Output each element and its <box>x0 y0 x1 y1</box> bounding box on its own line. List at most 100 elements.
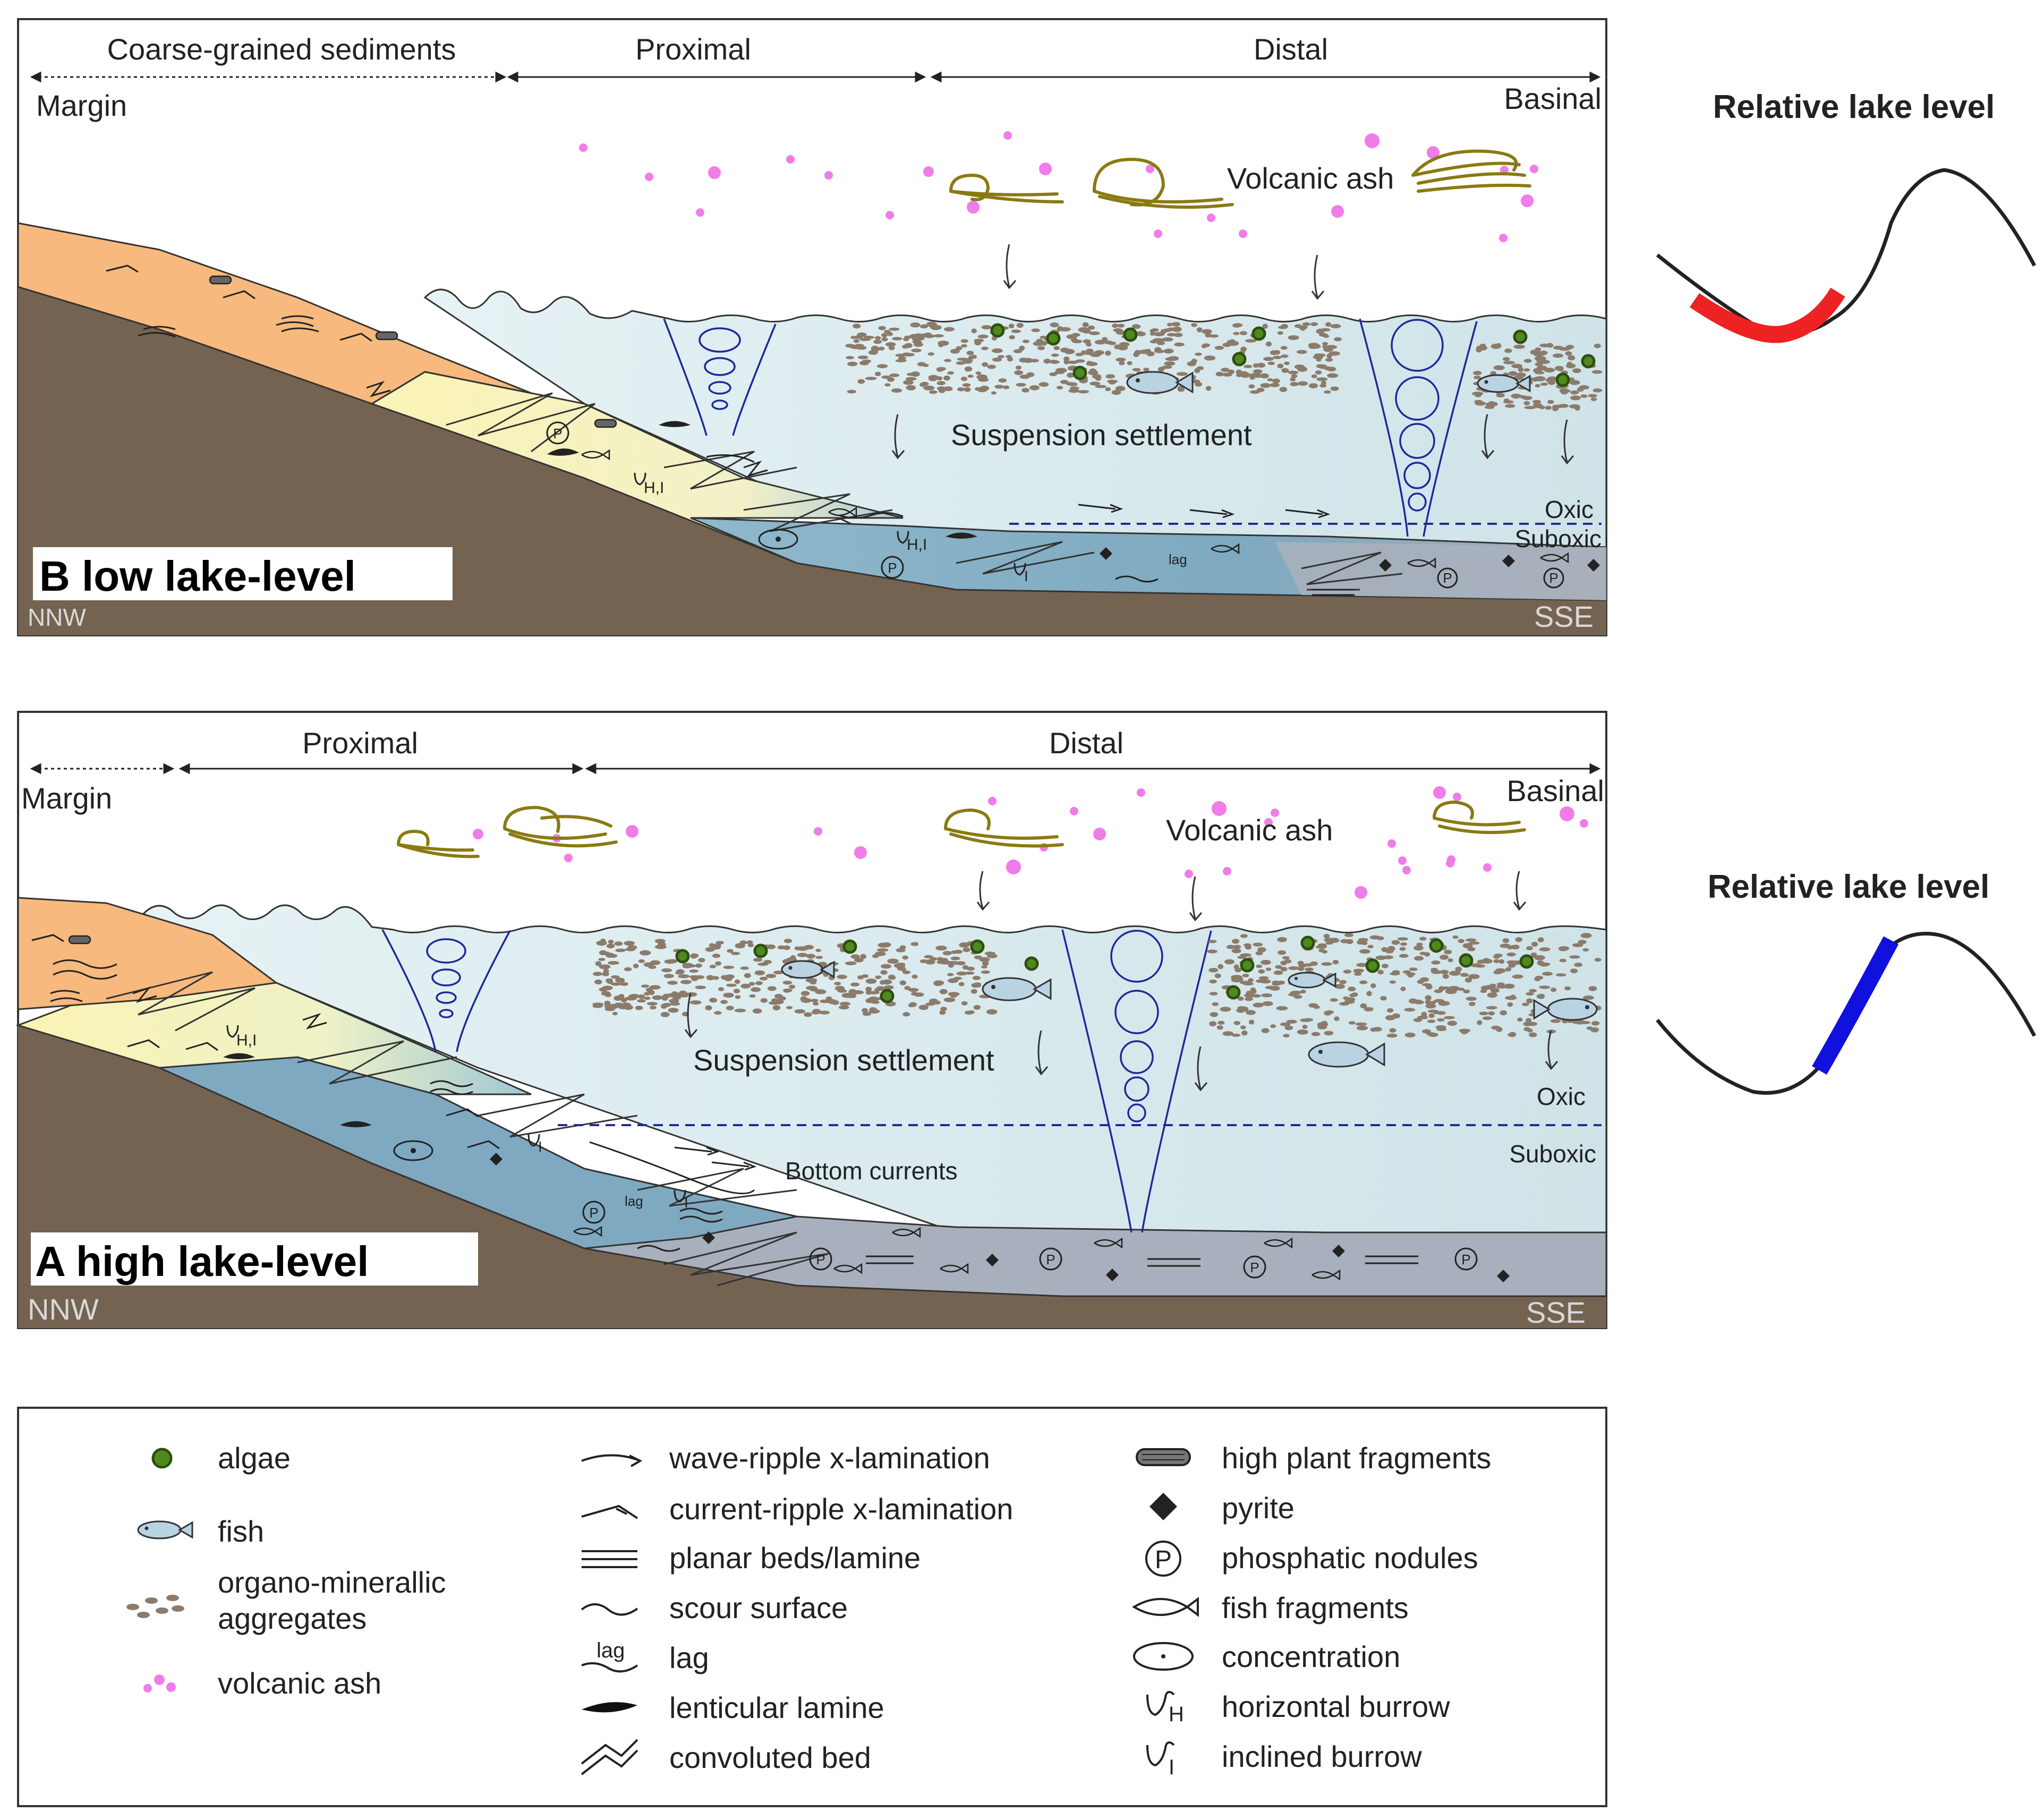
aggregate <box>857 379 865 384</box>
algae <box>1240 958 1255 973</box>
panel-a-zone-proximal-label: Proximal <box>302 726 418 760</box>
volcanic-ash <box>626 825 638 838</box>
aggregate <box>1089 368 1096 373</box>
burrow-label: H,I <box>644 479 664 497</box>
legend-current-ripple: current-ripple x-lamination <box>669 1492 1013 1526</box>
aggregate <box>599 987 608 992</box>
aggregate <box>1326 353 1332 359</box>
panel-b-vortex-small <box>663 318 777 436</box>
aggregate <box>919 382 926 387</box>
aggregate <box>1290 377 1296 381</box>
aggregate <box>1253 1002 1264 1008</box>
aggregate <box>1572 368 1581 373</box>
aggregate <box>998 378 1007 383</box>
volcanic-ash <box>708 166 721 179</box>
aggregate <box>637 999 646 1003</box>
volcanic-ash <box>786 155 795 164</box>
volcanic-ash <box>1402 866 1411 874</box>
aggregate <box>1210 1012 1219 1017</box>
aggregate <box>640 950 651 956</box>
aggregate <box>1344 999 1355 1004</box>
aggregate <box>1444 1016 1455 1019</box>
aggregate <box>1245 997 1253 1001</box>
aggregate <box>847 389 857 394</box>
aggregate <box>883 985 894 990</box>
lake-level-curve-high: Relative lake level <box>1656 869 2037 1095</box>
phosphatic-nodule-icon-label: P <box>1155 1546 1172 1574</box>
aggregate <box>1340 939 1349 943</box>
aggregate <box>1452 935 1459 939</box>
panel-b-vortex-large <box>1359 318 1478 537</box>
aggregate <box>1425 999 1432 1005</box>
aggregate <box>735 995 741 999</box>
aggregate <box>1238 371 1248 375</box>
aggregate <box>599 964 611 969</box>
aggregate <box>1409 998 1417 1004</box>
aggregate <box>709 943 715 948</box>
aggregate <box>716 941 722 946</box>
aggregate <box>723 992 734 998</box>
aggregate <box>973 1005 981 1010</box>
aggregate <box>1261 959 1271 965</box>
aggregate <box>1154 338 1164 342</box>
phos-label: P <box>1250 1260 1259 1275</box>
panel-b-lag-label: lag <box>1169 551 1187 567</box>
aggregate <box>1506 960 1517 964</box>
volcanic-ash <box>1070 807 1078 815</box>
aggregate <box>938 341 949 346</box>
aggregate <box>957 358 969 361</box>
algae <box>1300 935 1315 950</box>
aggregate <box>1406 972 1416 976</box>
aggregate <box>786 1006 793 1009</box>
aggregate <box>987 364 996 369</box>
aggregate <box>1270 986 1280 991</box>
aggregate <box>1282 956 1290 960</box>
aggregate <box>1303 1018 1314 1022</box>
aggregate <box>1214 973 1221 979</box>
aggregate <box>878 346 885 351</box>
aggregate <box>649 985 661 990</box>
aggregate <box>1580 394 1588 398</box>
aggregate <box>1569 404 1580 409</box>
panel-a-suboxic-label: Suboxic <box>1509 1140 1596 1168</box>
aggregate <box>1539 343 1551 347</box>
aggregate <box>1505 404 1515 408</box>
aggregate <box>731 951 740 955</box>
aggregate <box>1482 1016 1493 1020</box>
aggregate <box>782 981 793 985</box>
aggregate <box>1539 962 1551 966</box>
aggregate <box>1288 966 1300 970</box>
aggregate <box>662 1002 671 1007</box>
aggregate <box>1578 940 1587 945</box>
aggregate <box>964 366 973 372</box>
aggregate <box>970 989 977 994</box>
aggregate <box>689 964 696 968</box>
panel-a-title-box <box>31 1232 478 1286</box>
aggregate <box>1440 955 1449 960</box>
aggregate <box>1386 1033 1398 1038</box>
aggregate <box>881 333 888 338</box>
aggregate <box>1569 380 1580 385</box>
aggregate <box>638 994 645 999</box>
aggregate <box>1552 406 1559 412</box>
aggregate <box>1512 974 1523 979</box>
aggregate <box>857 975 864 980</box>
volcanic-ash <box>1331 205 1344 218</box>
aggregate <box>1050 322 1059 328</box>
panel-b-suspension-label: Suspension settlement <box>951 418 1252 452</box>
aggregate <box>794 946 800 950</box>
aggregate <box>889 327 900 331</box>
aggregate <box>902 955 909 960</box>
panel-a-bottom-current-arrows <box>589 1141 757 1195</box>
aggregate <box>678 992 690 998</box>
aggregate <box>1474 376 1481 379</box>
panel-b-zone-distal-label: Distal <box>1254 32 1328 66</box>
aggregate <box>977 334 989 339</box>
burrow-label: I <box>538 1138 542 1155</box>
volcanic-ash <box>1446 859 1454 867</box>
aggregate <box>1569 955 1580 959</box>
aggregate <box>1257 947 1266 952</box>
aggregate <box>1176 372 1188 376</box>
aggregate <box>1228 369 1234 375</box>
aggregate <box>1019 345 1025 351</box>
